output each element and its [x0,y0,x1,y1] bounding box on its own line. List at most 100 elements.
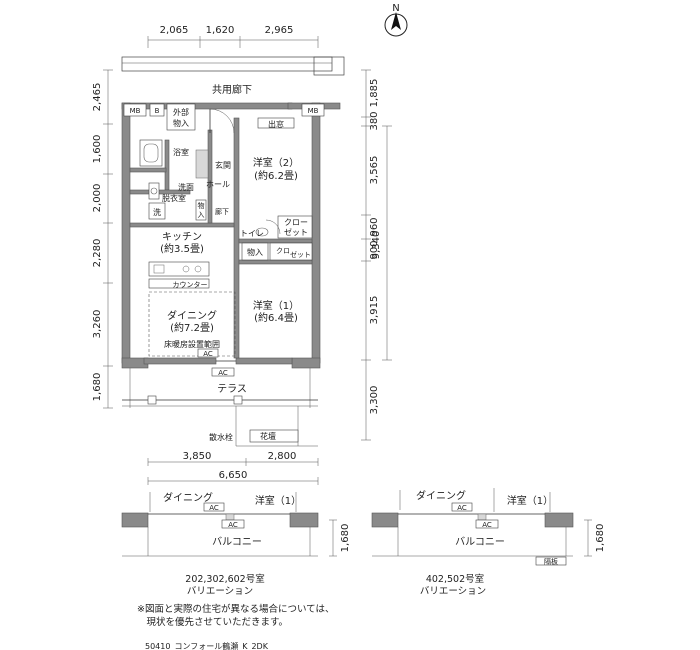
wash-label-1: 洗面 [178,182,194,192]
planter-label: 花壇 [260,431,276,441]
bedroom2-size: (約6.2畳) [254,169,298,182]
counter-label: カウンター [173,280,208,289]
storage [241,242,269,261]
bottom-dim-1: 3,850 [183,451,212,462]
note-line-2: 現状を優先させていただきます。 [137,616,288,628]
bath-label: 浴室 [173,147,189,157]
top-dim-2: 1,620 [206,25,235,36]
bay-window-label: 出窓 [268,119,284,129]
terrace-label: テラス [217,383,247,395]
right-dim-1: 1,885 [369,79,380,108]
washer-label: 洗 [153,207,161,217]
variant2-ac-b: AC [482,521,492,529]
right-dim-7: 3,300 [369,386,380,415]
mono-label-1: 物 [198,201,205,210]
mb-label-2: MB [308,107,319,115]
closet2-label-1: クロ [276,247,290,255]
variant-plan-2 [371,488,592,566]
ac-label-1: AC [203,350,213,358]
north-label: N [392,3,399,14]
bathtub [139,139,163,167]
walls [121,102,341,369]
floor-heating-area [148,291,236,357]
north-arrow-icon: N [384,3,408,37]
variant2-balcony: バルコニー [455,536,505,548]
variant1-caption-2: バリエーション [187,586,253,597]
entry-door-swing [209,108,235,134]
left-dim-4: 2,280 [92,239,103,268]
variant2-dim: 1,680 [595,524,606,553]
meter-boxes: MB B MB [123,103,325,117]
floor-heating-label: 床暖房設置範囲 [164,339,220,349]
variant1-dining: ダイニング [163,491,213,504]
bottom-dim-total: 6,650 [219,470,248,481]
left-dim-3: 2,000 [92,184,103,213]
bottom-dimensions: 3,850 2,800 6,650 [147,451,319,485]
footer-code: 50410_コンフォール鶴瀬_K_2DK [145,641,269,650]
left-dim-6: 1,680 [92,373,103,402]
mb-label-1: MB [130,107,141,115]
variant1-western: 洋室（1） [255,494,301,507]
washer-space [148,202,166,220]
bedroom1-size: (約6.4畳) [254,311,298,324]
top-dim-3: 2,965 [265,25,294,36]
counter [148,278,210,289]
faucet-label: 散水栓 [209,432,233,442]
left-dim-2: 1,600 [92,135,103,164]
kitchen-size: (約3.5畳) [160,242,204,255]
external-storage-label-2: 物入 [173,118,189,128]
external-storage [166,103,196,131]
closet-2 [269,242,313,261]
sink [148,182,160,200]
variant2-western: 洋室（1） [507,494,553,507]
dining-size: (約7.2畳) [170,321,214,334]
left-dim-1: 2,465 [92,83,103,112]
wash-label-2: 脱衣室 [162,193,186,203]
terrace [122,368,318,447]
external-storage-label-1: 外部 [173,107,189,117]
right-dim-2: 380 [369,111,380,130]
top-dimensions: 2,065 1,620 2,965 [147,25,319,48]
storage-label: 物入 [247,247,263,257]
variant1-dim: 1,680 [340,524,351,553]
corridor-edge [121,56,345,76]
right-dim-5: 900 [369,240,380,259]
b-label: B [155,107,160,115]
variant1-ac-a: AC [209,504,219,512]
variant-plan-1 [121,492,337,557]
right-dim-3: 3,565 [369,156,380,185]
right-dimensions: 1,885 380 3,565 960 900 3,915 3,300 9,34… [361,69,392,441]
right-dim-6: 3,915 [369,296,380,325]
variant2-extra: 隔板 [544,557,558,566]
variant2-dining: ダイニング [416,489,466,502]
variant1-ac-b: AC [228,521,238,529]
kitchen-label: キッチン [162,231,202,243]
kitchen-counter-top [148,261,210,277]
variant1-caption-1: 202,302,602号室 [185,573,264,585]
right-dim-total: 9,340 [371,231,382,260]
left-dim-5: 3,260 [92,310,103,339]
bottom-dim-2: 2,800 [268,451,297,462]
entrance-label: 玄関 [215,160,231,170]
left-dimensions: 2,465 1,600 2,000 2,280 3,260 1,680 [92,69,113,409]
note-line-1: ※図面と実際の住宅が異なる場合については、 [137,603,335,615]
bay-window [257,117,295,129]
bedroom1-label: 洋室（1） [253,299,299,312]
corridor-small-label: 廊下 [215,207,229,216]
right-dim-4: 960 [369,217,380,236]
bedroom2-label: 洋室（2） [253,156,299,169]
variant2-ac-a: AC [457,504,467,512]
corridor-label: 共用廊下 [212,83,252,96]
variant1-balcony: バルコニー [212,536,262,548]
mono-label-2: 入 [198,211,205,219]
toilet-label: トイレ [240,229,264,238]
toilet-icon [255,227,269,237]
variant2-caption-2: バリエーション [420,586,486,597]
closet1-label-2: ゼット [284,227,308,237]
ac-label-2: AC [218,369,228,377]
dining-label: ダイニング [167,309,217,322]
closet2-label-2: ゼット [290,250,311,259]
variant2-caption-1: 402,502号室 [426,573,484,585]
hall-label: ホール [206,180,230,189]
